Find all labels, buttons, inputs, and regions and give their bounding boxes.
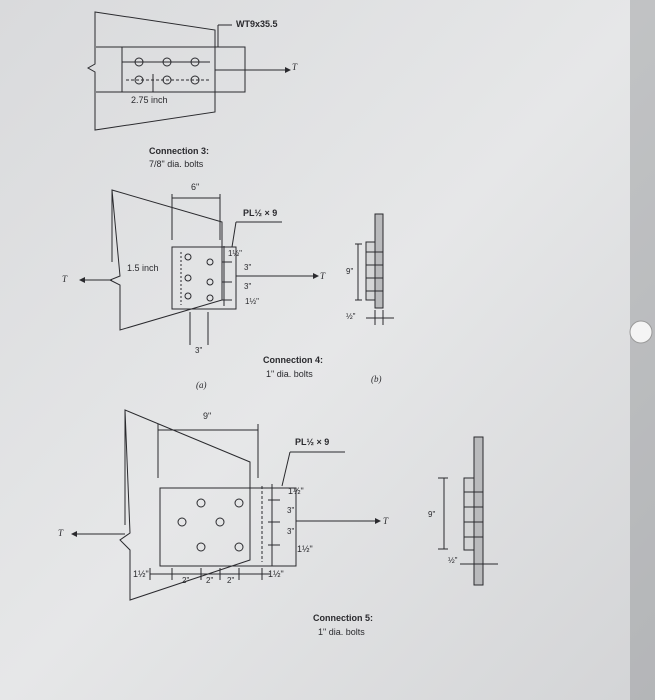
side-view-plate [374, 213, 384, 309]
side-height-label: 9" [346, 267, 354, 276]
width-dimension: 6" [191, 182, 200, 192]
plate-label: PL½ × 9 [243, 208, 278, 218]
side-height-label: 9" [428, 510, 436, 519]
edge-distance-top: 1½" [228, 249, 242, 258]
connection-4-text: 1" dia. bolts [266, 369, 313, 379]
connection-3-text: 7/8" dia. bolts [149, 159, 204, 169]
bolt [234, 542, 244, 552]
tension-right-label: T [383, 516, 389, 526]
bolt [162, 57, 172, 67]
section-label: WT9x35.5 [236, 19, 278, 29]
splice-plate [171, 246, 237, 310]
bolt [206, 258, 214, 266]
connection-5-text: 1" dia. bolts [318, 627, 365, 637]
page-shadow [630, 0, 655, 700]
edge-distance-bottom: 1½" [245, 297, 259, 306]
gage-right: 1½" [268, 569, 284, 579]
splice-plate-bottom [159, 487, 297, 567]
view-a-label: (a) [196, 380, 207, 390]
spacing-1: 3" [244, 263, 252, 272]
bolt [196, 542, 206, 552]
spacing-2: 3" [287, 527, 295, 536]
bolt [184, 274, 192, 282]
connection-3-drawing [86, 11, 291, 131]
punch-hole [629, 320, 653, 344]
connection-5-drawing [71, 409, 498, 601]
gusset-plate-bottom [119, 409, 251, 601]
edge-distance-top: 1½" [288, 486, 304, 496]
side-thickness-label: ½" [346, 312, 356, 321]
bolt [206, 278, 214, 286]
connection-5-title: Connection 5: [313, 613, 373, 623]
bottom-dimension: 3" [195, 346, 203, 355]
connection-3-title: Connection 3: [149, 146, 209, 156]
gage-left: 1½" [133, 569, 149, 579]
side-view-plate-bottom [473, 436, 484, 586]
side-thickness-label: ½" [448, 556, 458, 565]
bolt [206, 294, 214, 302]
tension-left-label: T [58, 528, 64, 538]
bolt [234, 498, 244, 508]
gage-1: 2" [182, 576, 190, 585]
bolt [184, 253, 192, 261]
spacing-1: 3" [287, 506, 295, 515]
left-dimension: 1.5 inch [127, 263, 159, 273]
gage-3: 2" [227, 576, 235, 585]
bolt [196, 498, 206, 508]
gusset-plate-mid [108, 189, 223, 331]
bolt [215, 517, 225, 527]
gusset-plate-top [86, 11, 216, 131]
bolt [184, 292, 192, 300]
plate-label-bottom: PL½ × 9 [295, 437, 330, 447]
bolt [190, 57, 200, 67]
tension-left-label: T [62, 274, 68, 284]
bolt [177, 517, 187, 527]
tension-right-label: T [320, 271, 326, 281]
view-b-label: (b) [371, 374, 382, 384]
connection-4-title: Connection 4: [263, 355, 323, 365]
gage-2: 2" [206, 576, 214, 585]
width-dimension-bottom: 9" [203, 411, 212, 421]
connection-4-drawing [79, 189, 394, 345]
spacing-2: 3" [244, 282, 252, 291]
dimension-label: 2.75 inch [131, 95, 168, 105]
bolt [134, 57, 144, 67]
tension-label: T [292, 62, 298, 72]
edge-distance-bottom: 1½" [297, 544, 313, 554]
